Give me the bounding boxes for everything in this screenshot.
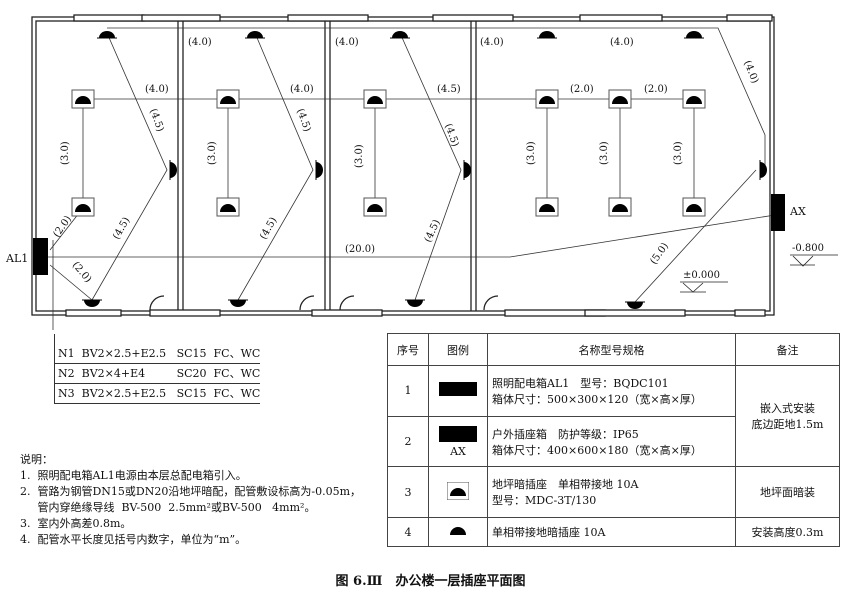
svg-text:(3.0): (3.0) bbox=[207, 141, 218, 165]
outdoor-level: -0.800 bbox=[792, 243, 824, 254]
wall-sockets bbox=[81, 30, 768, 310]
panel-al1 bbox=[33, 238, 48, 275]
svg-text:(3.0): (3.0) bbox=[599, 141, 610, 165]
ax-symbol bbox=[439, 425, 477, 442]
svg-text:(2.0): (2.0) bbox=[70, 260, 94, 285]
svg-text:(4.0): (4.0) bbox=[610, 37, 634, 48]
svg-text:(2.0): (2.0) bbox=[570, 84, 594, 95]
svg-text:(2.0): (2.0) bbox=[644, 84, 668, 95]
svg-text:(4.5): (4.5) bbox=[147, 107, 165, 133]
panel-ax bbox=[771, 194, 785, 231]
svg-text:(4.5): (4.5) bbox=[442, 122, 460, 148]
svg-text:(4.5): (4.5) bbox=[258, 215, 279, 241]
svg-text:(4.0): (4.0) bbox=[335, 37, 359, 48]
notes: 说明： 1. 照明配电箱AL1电源由本层总配电箱引入。2. 管路为钢管DN15或… bbox=[20, 453, 362, 546]
svg-text:(3.0): (3.0) bbox=[60, 141, 71, 165]
floor-sockets bbox=[71, 89, 706, 217]
svg-text:(4.5): (4.5) bbox=[294, 107, 312, 133]
circuit-n3: N3 BV2×2.5+E2.5 SC15 FC、WC bbox=[54, 384, 260, 404]
svg-text:(2.0): (2.0) bbox=[51, 214, 74, 240]
figure-caption: 图 6.Ⅲ 办公楼一层插座平面图 bbox=[335, 574, 526, 589]
svg-text:(4.5): (4.5) bbox=[111, 215, 132, 241]
ax-label: AX bbox=[789, 205, 806, 218]
svg-text:(3.0): (3.0) bbox=[354, 144, 365, 168]
level-marks bbox=[680, 254, 838, 293]
circuit-n1: N1 BV2×2.5+E2.5 SC15 FC、WC bbox=[54, 344, 260, 364]
circuit-list: N1 BV2×2.5+E2.5 SC15 FC、WC N2 BV2×4+E4 S… bbox=[54, 334, 260, 404]
svg-text:(4.0): (4.0) bbox=[188, 37, 212, 48]
wall-socket-icon bbox=[450, 526, 466, 535]
length-labels: (4.0) (4.0) (4.0) (4.0) (4.0) (4.0) (4.5) (2.0… bbox=[51, 37, 760, 285]
svg-text:(4.0): (4.0) bbox=[145, 84, 169, 95]
circuit-n2: N2 BV2×4+E4 SC20 FC、WC bbox=[54, 364, 260, 384]
indoor-level: ±0.000 bbox=[683, 270, 720, 281]
svg-text:(3.0): (3.0) bbox=[673, 141, 684, 165]
svg-text:(4.0): (4.0) bbox=[290, 84, 314, 95]
conduit-lines bbox=[48, 27, 776, 330]
svg-text:(4.0): (4.0) bbox=[480, 37, 504, 48]
svg-text:(4.0): (4.0) bbox=[741, 59, 760, 85]
floor-socket-icon bbox=[446, 481, 470, 501]
svg-text:(5.0): (5.0) bbox=[648, 241, 671, 267]
svg-text:(3.0): (3.0) bbox=[526, 141, 537, 165]
svg-text:(4.5): (4.5) bbox=[437, 84, 461, 95]
walls bbox=[31, 14, 775, 317]
al1-symbol bbox=[439, 382, 477, 397]
socket-floor-plan: AL1 AX (4.0)(4.0)(4.0)(4.0) (4.0)(4.0)(4… bbox=[5, 14, 838, 330]
svg-text:(20.0): (20.0) bbox=[345, 244, 375, 255]
al1-label: AL1 bbox=[5, 252, 28, 265]
